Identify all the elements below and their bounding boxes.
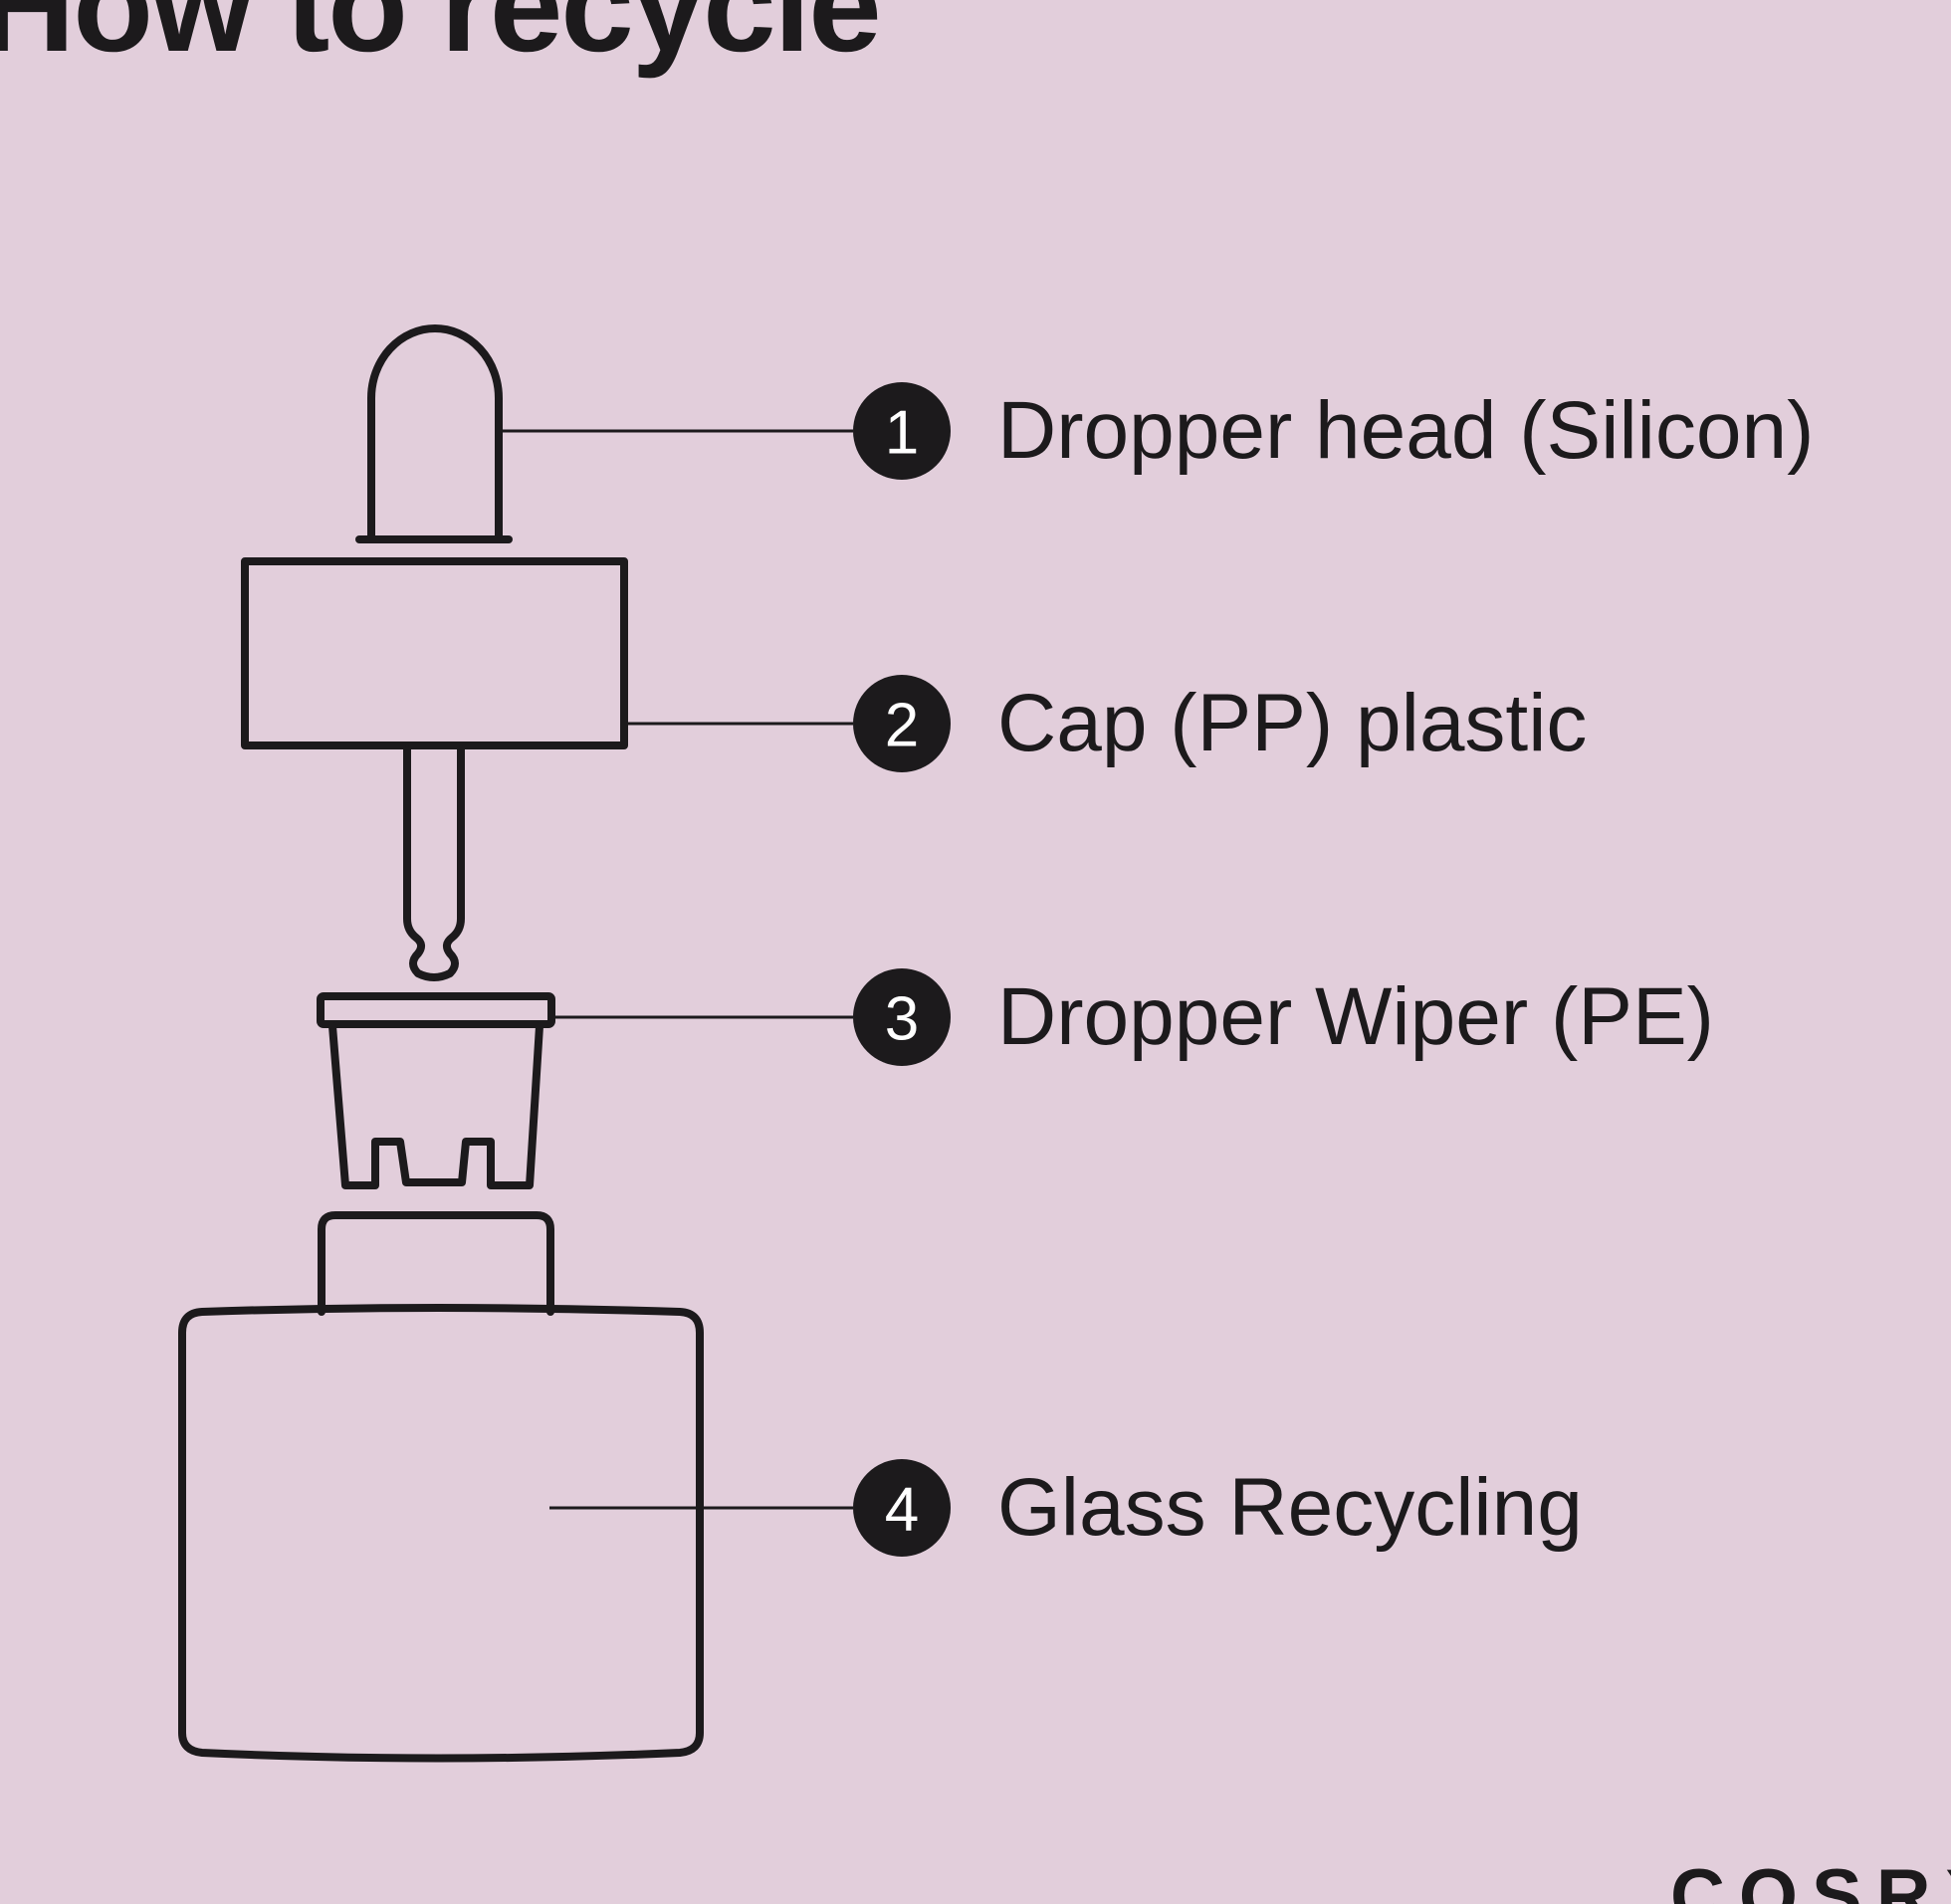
- badge-3: 3: [853, 968, 951, 1066]
- badge-2: 2: [853, 675, 951, 772]
- wiper-body: [328, 1022, 543, 1189]
- pipette-shape: [403, 745, 465, 981]
- cap-shape: [241, 557, 628, 749]
- part-label-1: Dropper head (Silicon): [997, 385, 1815, 476]
- page-title: How to recycle: [0, 0, 882, 79]
- part-label-3: Dropper Wiper (PE): [997, 971, 1714, 1062]
- bottle-body: [178, 1304, 704, 1763]
- badge-1: 1: [853, 382, 951, 480]
- bottle-neck: [318, 1211, 554, 1316]
- wiper-rim: [317, 992, 555, 1028]
- badge-number-3: 3: [885, 985, 919, 1054]
- part-label-2: Cap (PP) plastic: [997, 678, 1588, 768]
- part-label-4: Glass Recycling: [997, 1462, 1583, 1553]
- badge-number-1: 1: [885, 399, 919, 468]
- badge-number-4: 4: [885, 1476, 919, 1545]
- brand-logo: COSRX: [1670, 1854, 1951, 1904]
- badge-4: 4: [853, 1459, 951, 1557]
- badge-number-2: 2: [885, 692, 919, 760]
- dropper-head-shape: [367, 324, 503, 539]
